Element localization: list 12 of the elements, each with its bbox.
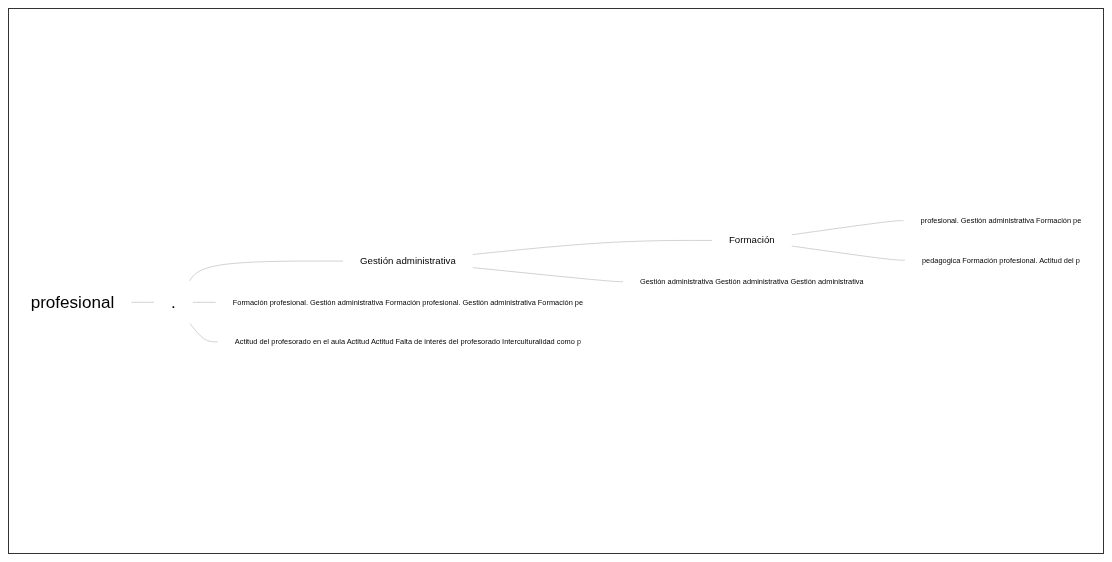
node-text: .: [171, 292, 176, 312]
connector: [472, 239, 713, 255]
connector: [791, 220, 904, 235]
connector: [472, 267, 624, 282]
node-text: profesional: [30, 292, 115, 312]
connector: [791, 245, 906, 261]
connector: [192, 301, 216, 303]
connector: [189, 323, 218, 342]
connector: [130, 301, 155, 303]
connector: [189, 260, 344, 281]
node-text: Gestión administrativa: [360, 255, 456, 267]
node-text: Formación: [728, 234, 775, 246]
